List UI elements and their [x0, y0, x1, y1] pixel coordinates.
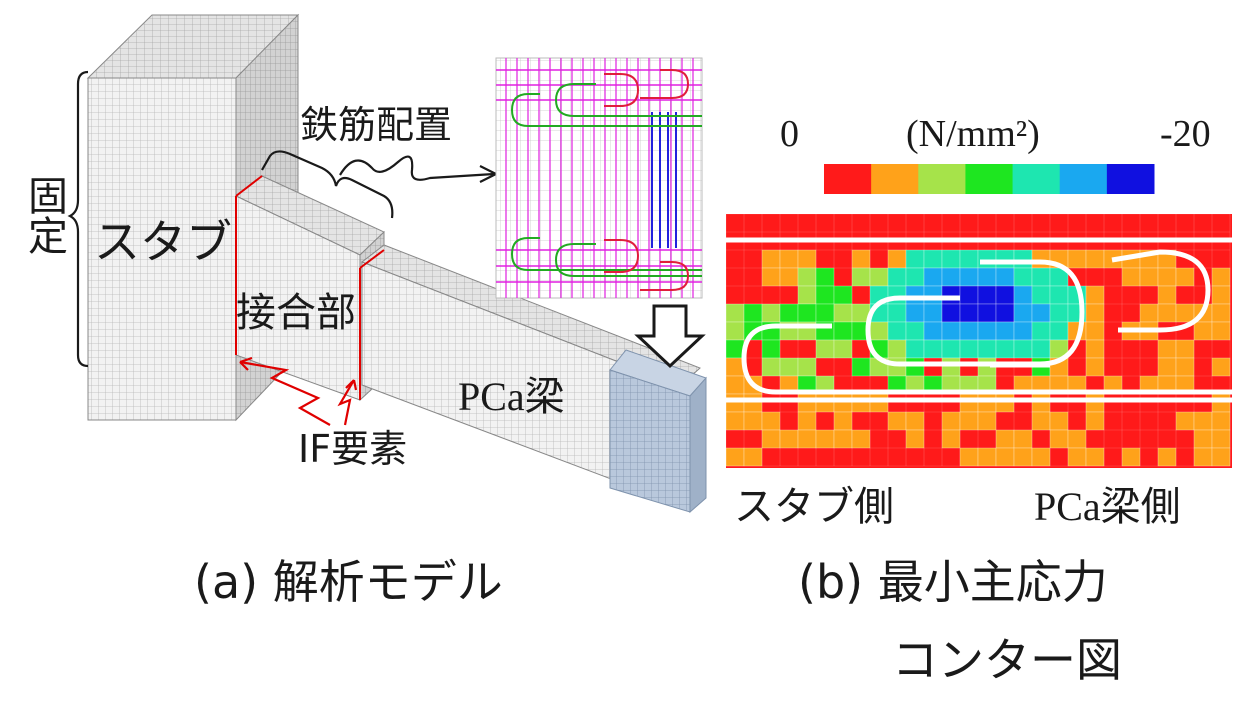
color-scale-bar — [824, 164, 1155, 194]
scale-min-label: 0 — [780, 113, 799, 155]
scale-swatch — [1012, 164, 1061, 194]
fixed-label: 固定 — [21, 175, 67, 255]
scale-swatch — [965, 164, 1014, 194]
down-arrow-icon — [634, 304, 706, 369]
stub-side-label: スタブ側 — [734, 484, 894, 530]
scale-max-label: -20 — [1160, 113, 1211, 155]
rebar-arrow — [339, 155, 495, 181]
caption-a: (a) 解析モデル — [194, 555, 503, 609]
fixed-bracket — [67, 70, 89, 368]
beam-side-label: PCa梁側 — [1034, 484, 1181, 529]
contour-map — [725, 213, 1232, 468]
rebar-bracket — [261, 150, 394, 219]
joint-label: 接合部 — [236, 290, 356, 336]
rebar-layout-view — [495, 57, 703, 299]
scale-swatch — [871, 164, 919, 194]
pca-beam — [360, 244, 707, 514]
scale-swatch — [918, 164, 966, 194]
rebar-label: 鉄筋配置 — [300, 103, 452, 147]
if-label: IF要素 — [298, 427, 407, 471]
scale-swatch — [1059, 164, 1108, 194]
contour-panel: 0 (N/mm²) -20 スタブ側 PCa梁側 (b) 最小主応力 コンター図 — [725, 113, 1232, 687]
scale-swatch — [824, 164, 872, 194]
analysis-model: 固定 スタブ 接合部 PCa梁 — [21, 13, 707, 609]
scale-unit-label: (N/mm²) — [906, 113, 1040, 155]
if-element-lines — [235, 175, 385, 426]
caption-b-line1: (b) 最小主応力 — [798, 555, 1108, 609]
scale-swatch — [1106, 164, 1155, 194]
caption-b-line2: コンター図 — [892, 633, 1122, 687]
beam-label: PCa梁 — [458, 374, 565, 419]
stub-label: スタブ — [94, 215, 232, 269]
